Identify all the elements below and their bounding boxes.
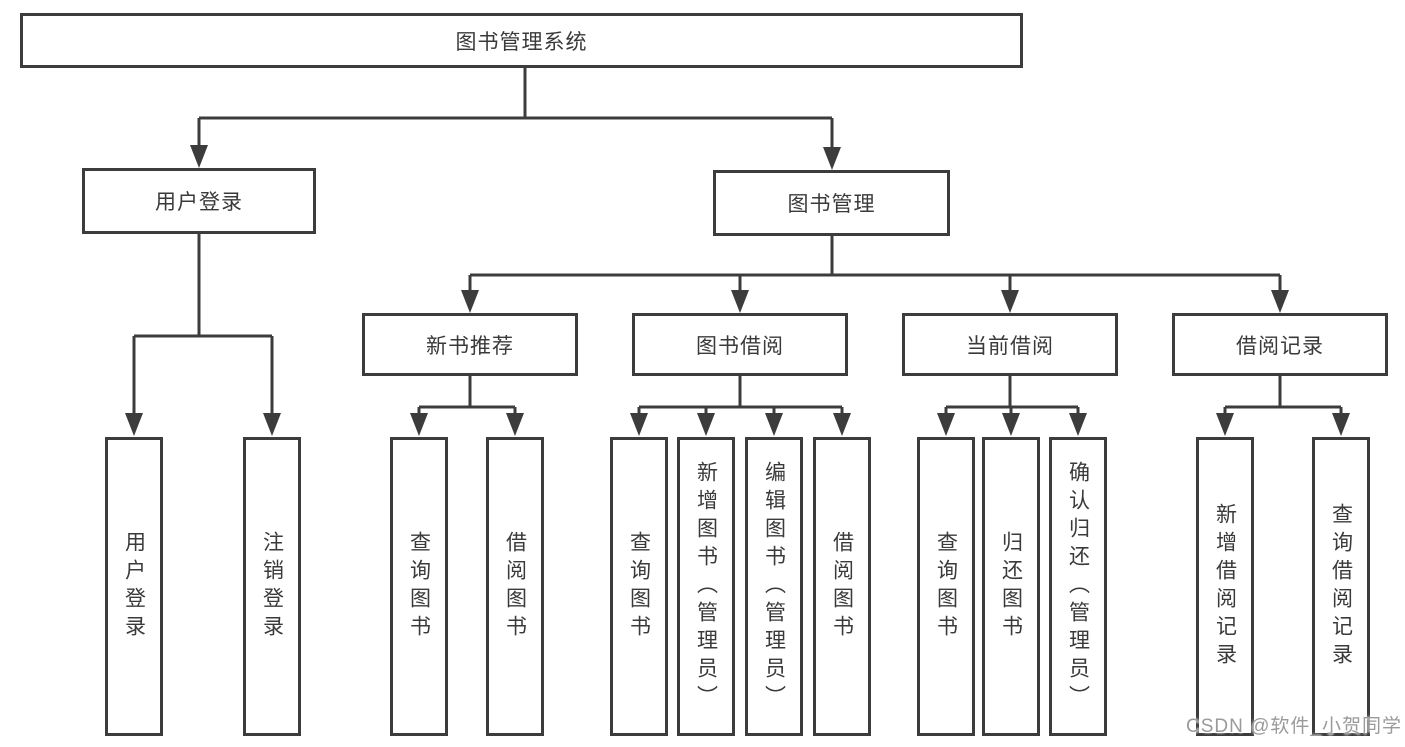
node-current-borrow: 当前借阅 bbox=[902, 313, 1118, 376]
node-new-book-recommend: 新书推荐 bbox=[362, 313, 578, 376]
node-label: 图书借阅 bbox=[696, 334, 784, 358]
leaf-nbr-query-book: 查询图书 bbox=[390, 437, 448, 736]
node-label: 借阅图书 bbox=[830, 530, 854, 643]
node-label: 新增借阅记录 bbox=[1213, 502, 1237, 671]
leaf-logout-login: 注销登录 bbox=[243, 437, 301, 736]
node-label: 图书管理系统 bbox=[455, 30, 588, 54]
node-label: 借阅图书 bbox=[503, 530, 527, 643]
node-borrow-record: 借阅记录 bbox=[1172, 313, 1388, 376]
connector-book-borrow-to-leaves bbox=[630, 376, 851, 436]
leaf-nbr-borrow-book: 借阅图书 bbox=[486, 437, 544, 736]
node-label: 新书推荐 bbox=[426, 334, 514, 358]
node-label: 图书管理 bbox=[787, 193, 876, 216]
node-label: 确认归还（管理员） bbox=[1066, 460, 1090, 713]
leaf-bb-borrow-book: 借阅图书 bbox=[813, 437, 871, 736]
node-label: 新增图书（管理员） bbox=[694, 460, 718, 713]
leaf-bb-add-book-admin: 新增图书（管理员） bbox=[677, 437, 735, 736]
node-label: 查询图书 bbox=[934, 530, 958, 643]
node-label: 借阅记录 bbox=[1236, 334, 1324, 358]
node-label: 查询图书 bbox=[627, 530, 651, 643]
node-label: 归还图书 bbox=[999, 530, 1023, 643]
node-label: 注销登录 bbox=[260, 530, 284, 643]
node-library-management-system: 图书管理系统 bbox=[20, 13, 1023, 68]
node-label: 用户登录 bbox=[122, 530, 146, 643]
node-label: 查询借阅记录 bbox=[1329, 502, 1353, 671]
leaf-bb-edit-book-admin: 编辑图书（管理员） bbox=[745, 437, 803, 736]
connector-book-management-to-level3 bbox=[461, 236, 1289, 313]
leaf-cb-query-book: 查询图书 bbox=[917, 437, 975, 736]
connector-borrow-record-to-leaves bbox=[1216, 376, 1350, 436]
csdn-watermark: CSDN @软件_小贺同学 bbox=[1186, 716, 1402, 737]
leaf-cb-confirm-return-admin: 确认归还（管理员） bbox=[1049, 437, 1107, 736]
leaf-rec-add-borrow-record: 新增借阅记录 bbox=[1196, 437, 1254, 736]
connector-current-borrow-to-leaves bbox=[937, 376, 1087, 436]
node-label: 查询图书 bbox=[407, 530, 431, 643]
leaf-cb-return-book: 归还图书 bbox=[982, 437, 1040, 736]
node-book-management: 图书管理 bbox=[713, 170, 950, 236]
node-book-borrow: 图书借阅 bbox=[632, 313, 848, 376]
connector-new-book-recommend-to-leaves bbox=[410, 376, 524, 436]
node-label: 编辑图书（管理员） bbox=[762, 460, 786, 713]
connector-user-login-to-leaves bbox=[125, 234, 281, 436]
leaf-rec-query-borrow-record: 查询借阅记录 bbox=[1312, 437, 1370, 736]
connector-root-to-level2 bbox=[190, 68, 841, 170]
node-user-login: 用户登录 bbox=[82, 168, 316, 234]
leaf-user-login: 用户登录 bbox=[105, 437, 163, 736]
leaf-bb-query-book: 查询图书 bbox=[610, 437, 668, 736]
node-label: 当前借阅 bbox=[966, 334, 1054, 358]
node-label: 用户登录 bbox=[155, 191, 243, 214]
